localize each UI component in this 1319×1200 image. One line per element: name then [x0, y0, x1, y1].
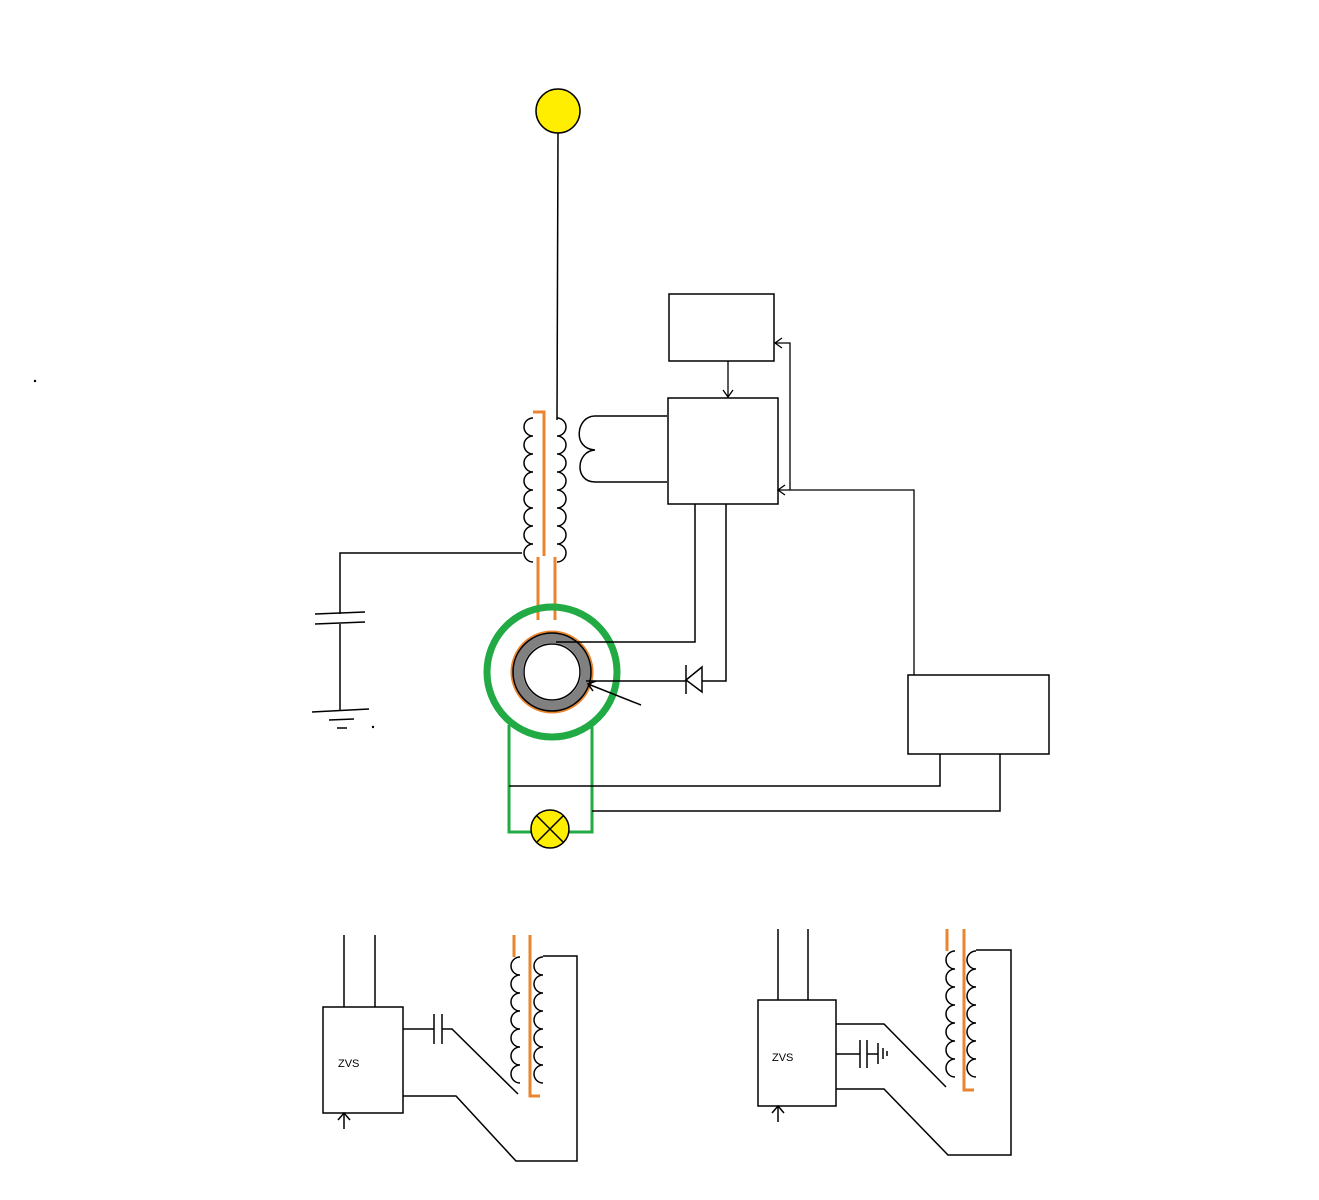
zvs-right-winding	[533, 956, 544, 1084]
zvs-variant-right: ZVS	[757, 929, 1012, 1156]
ring-assembly	[483, 603, 621, 741]
left-arrow-icon	[773, 337, 783, 349]
core-ring	[513, 633, 591, 711]
zvs-left-winding	[510, 956, 521, 1084]
zvs-secondary-tube	[512, 935, 540, 1098]
left-winding	[523, 417, 534, 563]
lamp-loop-wire	[568, 725, 594, 834]
ground-bar	[311, 708, 370, 713]
stray-dot	[371, 725, 375, 729]
diode-icon	[684, 665, 703, 694]
zvs-variant-left: ZVS	[322, 935, 578, 1162]
lamp-loop-wire	[507, 725, 532, 834]
pointer-arrowhead-icon	[586, 680, 597, 692]
right-winding	[556, 417, 567, 563]
down-arrow-icon	[722, 389, 734, 399]
capacitor-ground-branch	[311, 552, 522, 729]
pickup-ring	[483, 603, 621, 741]
up-arrow-icon	[771, 1104, 785, 1114]
secondary-tube	[533, 410, 557, 620]
top-terminal	[535, 88, 581, 134]
orange-ring	[510, 630, 594, 714]
controller-box	[667, 397, 779, 505]
terminal-lead-wire	[556, 132, 559, 421]
top-small-box	[668, 293, 775, 362]
zvs-secondary-tube	[945, 929, 974, 1092]
main-transformer	[523, 410, 567, 620]
zvs-box	[322, 1006, 404, 1114]
right-box	[907, 674, 1050, 755]
up-arrow-icon	[337, 1111, 351, 1121]
pointer-arrow	[587, 683, 642, 706]
zvs-label: ZVS	[338, 1058, 359, 1070]
zvs-left-winding	[945, 950, 956, 1078]
left-arrow-icon	[776, 484, 786, 496]
lamp-icon	[530, 809, 570, 849]
zvs-label: ZVS	[772, 1052, 793, 1064]
zvs-right-winding	[966, 950, 977, 1078]
side-coil	[578, 415, 667, 483]
zvs-box	[757, 999, 837, 1107]
stray-dot	[33, 379, 37, 383]
